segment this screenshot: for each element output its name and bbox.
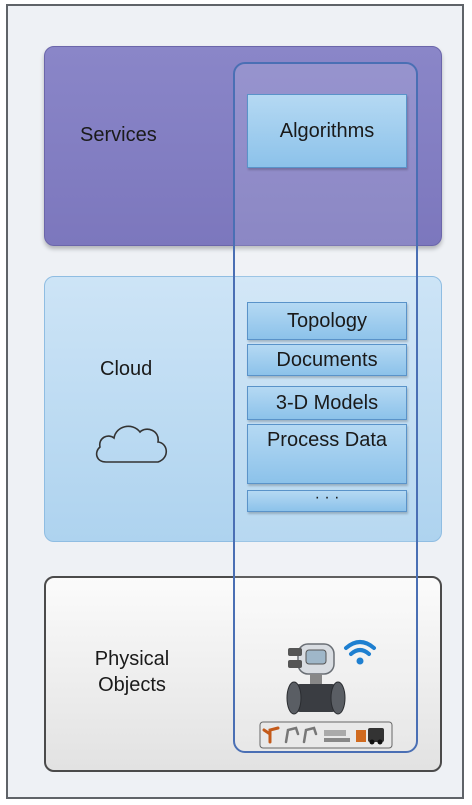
wifi-icon <box>344 640 376 665</box>
services-label: Services <box>80 124 157 146</box>
algorithms-box: Algorithms <box>247 94 407 168</box>
3d-models-box: 3-D Models <box>247 386 407 420</box>
cloud-label: Cloud <box>100 358 153 380</box>
physical-objects-label: Physical Objects <box>94 648 170 696</box>
documents-box: Documents <box>247 344 407 376</box>
industrial-devices-icon <box>259 640 393 749</box>
more-box: · · · <box>247 490 407 512</box>
cloud-icon <box>95 425 168 463</box>
topology-box: Topology <box>247 302 407 340</box>
process-data-box: Process Data <box>247 424 407 484</box>
